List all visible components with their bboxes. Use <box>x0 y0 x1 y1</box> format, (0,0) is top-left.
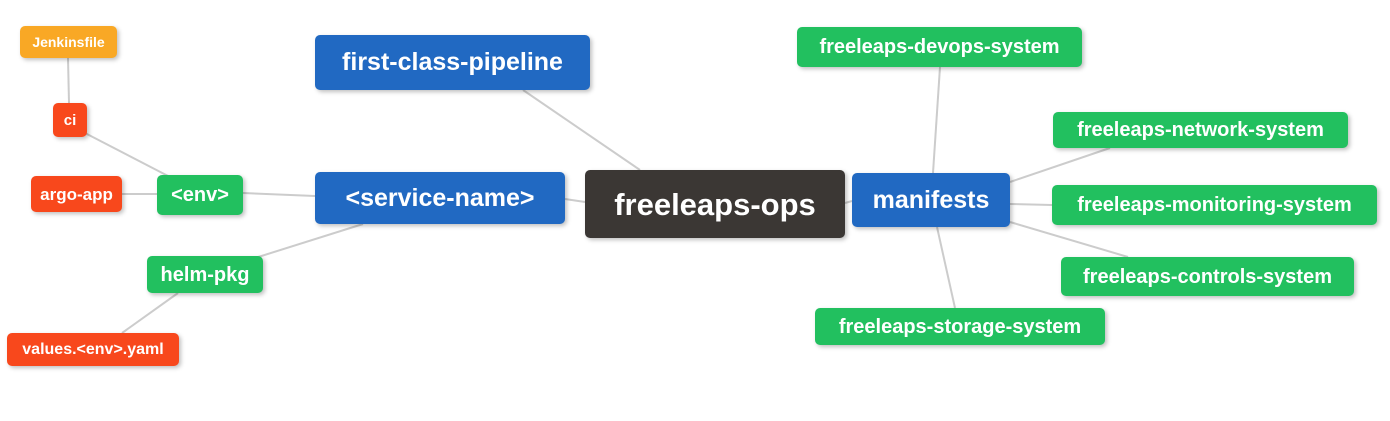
edge-first-class-pipeline-to-freeleaps-ops <box>522 89 641 171</box>
node-freeleaps-ops[interactable]: freeleaps-ops <box>585 170 845 238</box>
node-label: first-class-pipeline <box>342 48 563 76</box>
node-helm-pkg[interactable]: helm-pkg <box>147 256 263 293</box>
node-freeleaps-storage-system[interactable]: freeleaps-storage-system <box>815 308 1105 345</box>
node-label: <service-name> <box>345 183 535 212</box>
edge-service-name-to-freeleaps-ops <box>564 198 586 203</box>
edge-ci-to-env <box>84 132 171 178</box>
edge-service-name-to-helm-pkg <box>254 223 364 259</box>
edge-manifests-to-freeleaps-devops-system <box>932 66 941 174</box>
node-label: ci <box>63 111 77 129</box>
edge-manifests-to-freeleaps-storage-system <box>936 226 956 309</box>
node-label: <env> <box>171 184 229 206</box>
edge-manifests-to-freeleaps-controls-system <box>1009 221 1129 258</box>
node-freeleaps-monitoring-system[interactable]: freeleaps-monitoring-system <box>1052 185 1377 225</box>
node-service-name[interactable]: <service-name> <box>315 172 565 224</box>
node-jenkinsfile[interactable]: Jenkinsfile <box>20 26 117 58</box>
edge-manifests-to-freeleaps-monitoring-system <box>1009 203 1053 206</box>
edge-manifests-to-freeleaps-network-system <box>1009 147 1111 183</box>
edge-jenkinsfile-to-ci <box>67 57 70 104</box>
node-label: freeleaps-network-system <box>1077 119 1324 141</box>
node-first-class-pipeline[interactable]: first-class-pipeline <box>315 35 590 90</box>
node-label: values.<env>.yaml <box>22 340 164 358</box>
node-label: helm-pkg <box>160 263 250 286</box>
node-freeleaps-network-system[interactable]: freeleaps-network-system <box>1053 112 1348 148</box>
node-label: freeleaps-devops-system <box>819 36 1060 58</box>
node-values-env-yaml[interactable]: values.<env>.yaml <box>7 333 179 366</box>
edge-helm-pkg-to-values-env-yaml <box>121 292 179 334</box>
node-freeleaps-devops-system[interactable]: freeleaps-devops-system <box>797 27 1082 67</box>
edge-env-to-service-name <box>242 192 316 197</box>
node-label: freeleaps-storage-system <box>838 315 1082 338</box>
node-manifests[interactable]: manifests <box>852 173 1010 227</box>
node-label: freeleaps-controls-system <box>1083 265 1332 288</box>
node-label: manifests <box>872 185 990 214</box>
node-env[interactable]: <env> <box>157 175 243 215</box>
node-argo-app[interactable]: argo-app <box>31 176 122 212</box>
edge-freeleaps-ops-to-manifests <box>844 200 853 204</box>
node-label: argo-app <box>40 184 113 204</box>
node-label: freeleaps-monitoring-system <box>1077 194 1352 216</box>
node-label: freeleaps-ops <box>614 186 816 222</box>
node-ci[interactable]: ci <box>53 103 87 137</box>
node-freeleaps-controls-system[interactable]: freeleaps-controls-system <box>1061 257 1354 296</box>
node-label: Jenkinsfile <box>32 34 105 50</box>
